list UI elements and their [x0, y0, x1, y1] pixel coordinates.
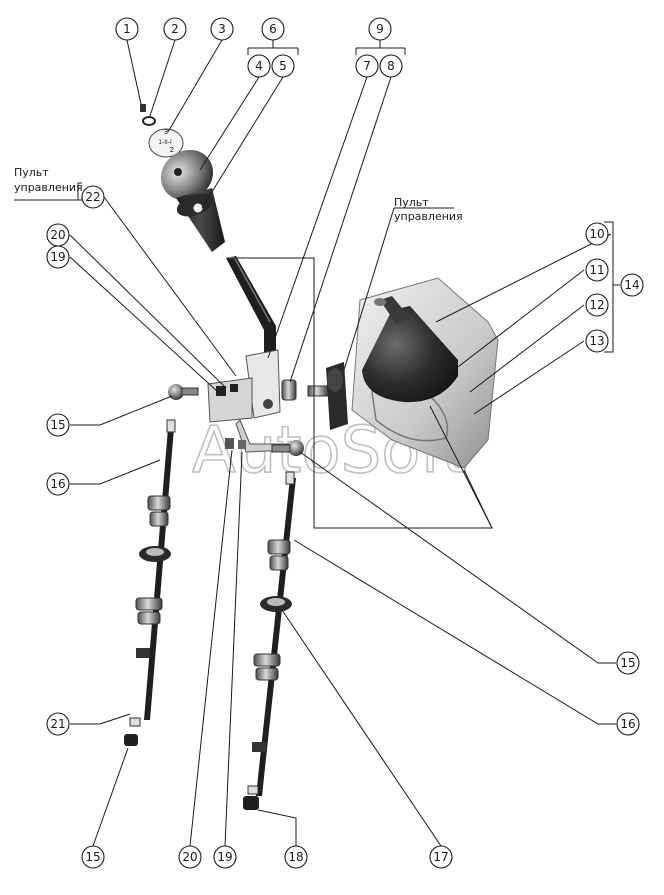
callout-19-top: 19: [46, 245, 70, 269]
callout-20-top: 20: [46, 223, 70, 247]
callout-15-right: 15: [616, 651, 640, 675]
callout-8: 8: [379, 54, 403, 78]
svg-text:1: 1: [123, 22, 131, 36]
callout-1: 1: [115, 17, 139, 41]
knob-pattern-bottom: 2: [170, 146, 174, 154]
svg-text:19: 19: [217, 850, 232, 864]
group-brackets: [77, 40, 620, 353]
callout-21: 21: [46, 712, 70, 736]
svg-text:12: 12: [589, 298, 604, 312]
svg-text:13: 13: [589, 334, 604, 348]
note-remote-left: Пульт управления: [14, 166, 83, 194]
svg-text:6: 6: [269, 22, 277, 36]
svg-text:3: 3: [218, 22, 226, 36]
svg-text:5: 5: [279, 59, 287, 73]
callout-3: 3: [210, 17, 234, 41]
bushing-part: [281, 362, 348, 430]
clip-ring-part: [142, 116, 156, 126]
assembly-link-lines: [234, 257, 493, 529]
callout-17: 17: [429, 845, 453, 869]
svg-text:7: 7: [363, 59, 371, 73]
svg-text:10: 10: [589, 227, 604, 241]
callout-12: 12: [585, 293, 609, 317]
shift-knob-part: [160, 149, 225, 252]
svg-text:15: 15: [50, 418, 65, 432]
svg-text:2: 2: [171, 22, 179, 36]
callout-22: 22: [81, 185, 105, 209]
parts: 3 1-II-I 2: [124, 104, 499, 810]
callout-10: 10: [585, 222, 609, 246]
svg-text:15: 15: [85, 850, 100, 864]
callout-6: 6: [261, 17, 285, 41]
note-left-line2: управления: [14, 181, 83, 194]
svg-text:22: 22: [85, 190, 100, 204]
callout-15-bottom: 15: [81, 845, 105, 869]
callout-16-left: 16: [46, 472, 70, 496]
svg-text:4: 4: [255, 59, 263, 73]
svg-text:16: 16: [50, 477, 65, 491]
svg-text:19: 19: [50, 250, 65, 264]
callout-7: 7: [355, 54, 379, 78]
svg-text:17: 17: [433, 850, 448, 864]
callout-19-bottom: 19: [213, 845, 237, 869]
ball-joint-top-left: [168, 384, 199, 400]
note-left-line1: Пульт: [14, 166, 49, 179]
svg-text:14: 14: [624, 278, 639, 292]
knob-cap-part: 3 1-II-I 2: [148, 128, 184, 158]
svg-text:11: 11: [589, 263, 604, 277]
shifter-bracket-part: [207, 349, 291, 453]
callout-15-left: 15: [46, 413, 70, 437]
svg-text:8: 8: [387, 59, 395, 73]
callout-16-right: 16: [616, 712, 640, 736]
gaiter-boot-part: [362, 296, 458, 403]
svg-text:15: 15: [620, 656, 635, 670]
svg-text:20: 20: [50, 228, 65, 242]
cable-left-part: [124, 419, 176, 746]
cable-right-part: [243, 471, 296, 810]
svg-text:21: 21: [50, 717, 65, 731]
callouts: 1 2 3 6 4 5 9 7 8 22 20 19 10 11 12 13 1…: [46, 17, 644, 869]
callout-9: 9: [368, 17, 392, 41]
note-right-line1: Пульт: [394, 196, 429, 209]
svg-text:9: 9: [376, 22, 384, 36]
knob-pattern-top: 3: [164, 128, 168, 136]
callout-4: 4: [247, 54, 271, 78]
pin-part: [140, 104, 146, 112]
leader-lines: [14, 39, 616, 847]
small-nuts: [225, 438, 246, 449]
callout-14: 14: [620, 273, 644, 297]
knob-pattern-mid: 1-II-I: [158, 139, 172, 146]
note-right-line2: управления: [394, 210, 463, 223]
svg-text:18: 18: [288, 850, 303, 864]
callout-20-bottom: 20: [178, 845, 202, 869]
callout-18: 18: [284, 845, 308, 869]
callout-5: 5: [271, 54, 295, 78]
note-remote-right: Пульт управления: [394, 196, 463, 223]
callout-13: 13: [585, 329, 609, 353]
svg-text:16: 16: [620, 717, 635, 731]
callout-11: 11: [585, 258, 609, 282]
callout-2: 2: [163, 17, 187, 41]
svg-text:20: 20: [182, 850, 197, 864]
